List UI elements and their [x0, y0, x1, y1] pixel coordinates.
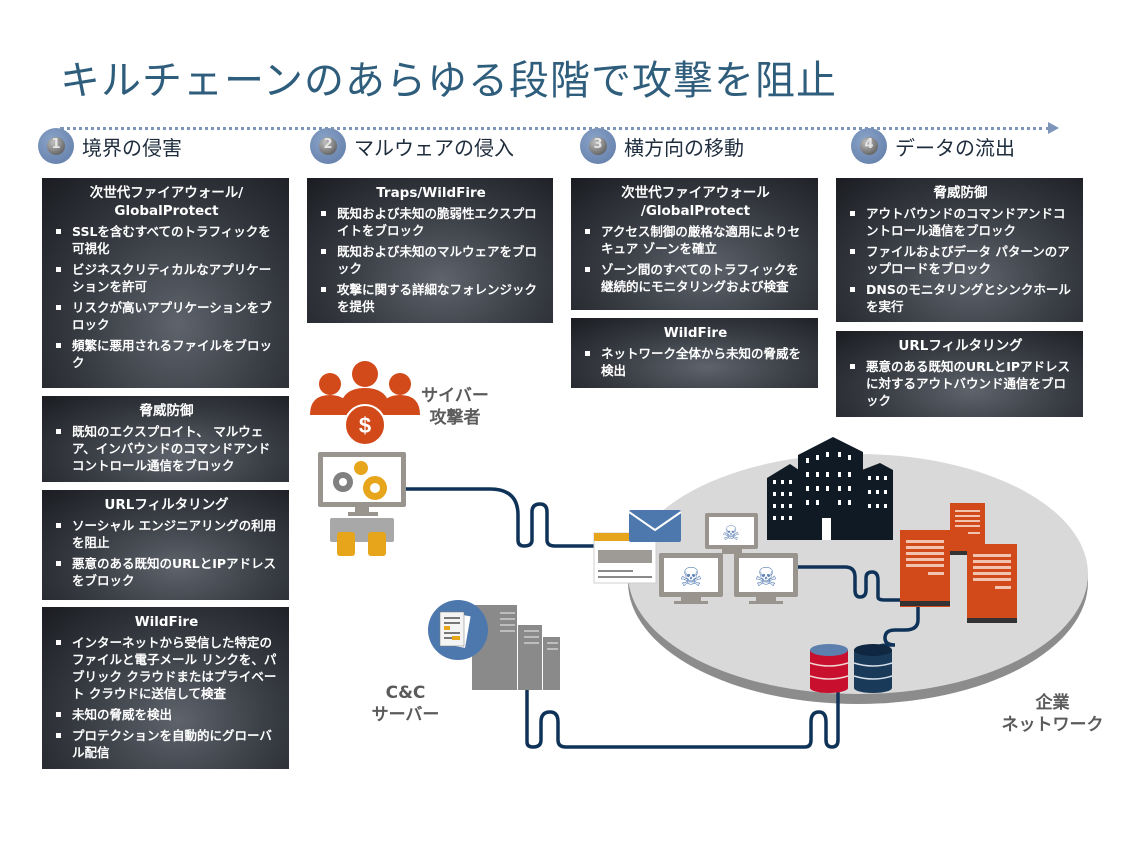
card-bullets: 既知のエクスプロイト、 マルウェア、インバウンドのコマンドアンドコントロール通信… [54, 423, 279, 474]
stage-1: 1 境界の侵害 [38, 126, 182, 166]
page-title: キルチェーンのあらゆる段階で攻撃を阻止 [60, 58, 837, 104]
svg-text:☠: ☠ [722, 521, 740, 545]
card-bullets: ネットワーク全体から未知の脅威を検出 [583, 345, 808, 379]
bullet-item: 悪意のある既知のURLとIPアドレスに対するアウトバウンド通信をブロック [848, 358, 1073, 409]
bullet-item: ネットワーク全体から未知の脅威を検出 [583, 345, 808, 379]
label-line: サイバー [421, 386, 489, 406]
stage-number: 3 [593, 137, 603, 152]
label-line: 攻撃者 [429, 408, 481, 428]
cc-server-icon [428, 600, 560, 690]
skull-computer-icon: ☠ [659, 553, 723, 604]
email-icon [628, 510, 682, 542]
card-title: WildFire [134, 614, 199, 630]
bullet-item: 既知および未知の脆弱性エクスプロイトをブロック [319, 205, 543, 239]
cc-link [525, 680, 840, 749]
card-bullets: 悪意のある既知のURLとIPアドレスに対するアウトバウンド通信をブロック [848, 358, 1073, 409]
label-line: 企業 [1035, 693, 1070, 713]
card-title: 次世代ファイアウォール /GlobalProtect [583, 184, 808, 220]
attacker-group-icon: $ [310, 361, 420, 446]
stage-4-badge-icon: 4 [851, 128, 887, 164]
stage-label: マルウェアの侵入 [354, 135, 514, 160]
bullet-item: 頻繁に悪用されるファイルをブロック [54, 337, 279, 371]
card-title: 脅威防御 [139, 403, 194, 419]
card-title: 次世代ファイアウォール/ GlobalProtect [54, 184, 279, 220]
card-title-line: /GlobalProtect [640, 203, 751, 219]
bullet-item: 既知および未知のマルウェアをブロック [319, 243, 543, 277]
card-threat-prevention-1: 脅威防御 既知のエクスプロイト、 マルウェア、インバウンドのコマンドアンドコント… [42, 396, 289, 482]
bullet-item: ソーシャル エンジニアリングの利用を阻止 [54, 517, 279, 551]
card-title: 脅威防御 [933, 185, 988, 201]
card-title-line: 次世代ファイアウォール [621, 185, 770, 201]
stage-2: 2 マルウェアの侵入 [310, 126, 514, 166]
bullet-item: ファイルおよびデータ パターンのアップロードをブロック [848, 243, 1073, 277]
label-line: サーバー [371, 705, 440, 725]
enterprise-network-label: 企業 ネットワーク [995, 692, 1110, 736]
server-icon [967, 544, 1017, 623]
bullet-item: アクセス制御の厳格な適用によりセキュア ゾーンを確立 [583, 223, 808, 257]
card-ngfw-globalprotect-1: 次世代ファイアウォール/ GlobalProtect SSLを含むすべてのトラフ… [42, 178, 289, 388]
card-wildfire-1: WildFire インターネットから受信した特定のファイルと電子メール リンクを… [42, 607, 289, 769]
stage-label: データの流出 [895, 135, 1015, 160]
card-url-filtering-1: URLフィルタリング ソーシャル エンジニアリングの利用を阻止 悪意のある既知の… [42, 490, 289, 600]
card-title-line: GlobalProtect [114, 203, 219, 219]
server-icon [900, 530, 950, 607]
database-icon [853, 644, 893, 693]
card-title-line: 次世代ファイアウォール/ [89, 185, 244, 201]
database-icon [809, 644, 849, 693]
stage-3: 3 横方向の移動 [580, 126, 744, 166]
bullet-item: アウトバウンドのコマンドアンドコントロール通信をブロック [848, 205, 1073, 239]
card-ngfw-globalprotect-3: 次世代ファイアウォール /GlobalProtect アクセス制御の厳格な適用に… [571, 178, 818, 310]
bullet-item: ビジネスクリティカルなアプリケーションを許可 [54, 261, 279, 295]
stage-4: 4 データの流出 [851, 126, 1015, 166]
svg-text:$: $ [359, 413, 371, 438]
card-traps-wildfire: Traps/WildFire 既知および未知の脆弱性エクスプロイトをブロック 既… [307, 178, 553, 323]
bullet-item: DNSのモニタリングとシンクホールを実行 [848, 281, 1073, 315]
kill-chain-timeline [60, 127, 1050, 130]
stage-number: 2 [323, 137, 333, 152]
stage-number: 4 [864, 137, 874, 152]
attacker-computer-icon [318, 452, 406, 556]
bullet-item: プロテクションを自動的にグローバル配信 [54, 727, 279, 761]
stage-label: 境界の侵害 [82, 135, 182, 160]
bullet-item: 攻撃に関する詳細なフォレンジックを提供 [319, 281, 543, 315]
svg-text:☠: ☠ [679, 563, 702, 593]
svg-text:☠: ☠ [754, 563, 777, 593]
bullet-item: ゾーン間のすべてのトラフィックを継続的にモニタリングおよび検査 [583, 261, 808, 295]
label-line: ネットワーク [1001, 715, 1104, 735]
office-buildings-icon [767, 437, 893, 540]
stage-label: 横方向の移動 [624, 135, 744, 160]
card-bullets: インターネットから受信した特定のファイルと電子メール リンクを、パブリック クラ… [54, 634, 279, 761]
card-bullets: 既知および未知の脆弱性エクスプロイトをブロック 既知および未知のマルウェアをブロ… [319, 205, 543, 315]
card-title: URLフィルタリング [104, 497, 229, 513]
bullet-item: SSLを含むすべてのトラフィックを可視化 [54, 223, 279, 257]
cc-server-label: C&C サーバー [363, 682, 448, 726]
card-bullets: SSLを含むすべてのトラフィックを可視化 ビジネスクリティカルなアプリケーション… [54, 223, 279, 371]
stage-3-badge-icon: 3 [580, 128, 616, 164]
attacker-link [405, 487, 598, 548]
stage-2-badge-icon: 2 [310, 128, 346, 164]
card-title: Traps/WildFire [376, 185, 486, 201]
card-bullets: アクセス制御の厳格な適用によりセキュア ゾーンを確立 ゾーン間のすべてのトラフィ… [583, 223, 808, 295]
attacker-label: サイバー 攻撃者 [420, 385, 490, 429]
card-title: WildFire [663, 325, 728, 341]
bullet-item: 悪意のある既知のURLとIPアドレスをブロック [54, 555, 279, 589]
bullet-item: リスクが高いアプリケーションをブロック [54, 299, 279, 333]
label-line: C&C [385, 683, 426, 703]
stage-number: 1 [51, 137, 61, 152]
bullet-item: 未知の脅威を検出 [54, 706, 279, 723]
skull-computer-icon: ☠ [705, 513, 758, 554]
card-threat-prevention-4: 脅威防御 アウトバウンドのコマンドアンドコントロール通信をブロック ファイルおよ… [836, 178, 1083, 322]
skull-computer-icon: ☠ [734, 553, 798, 604]
card-bullets: アウトバウンドのコマンドアンドコントロール通信をブロック ファイルおよびデータ … [848, 205, 1073, 315]
card-wildfire-3: WildFire ネットワーク全体から未知の脅威を検出 [571, 318, 818, 388]
card-url-filtering-4: URLフィルタリング 悪意のある既知のURLとIPアドレスに対するアウトバウンド… [836, 331, 1083, 417]
stage-1-badge-icon: 1 [38, 128, 74, 164]
card-bullets: ソーシャル エンジニアリングの利用を阻止 悪意のある既知のURLとIPアドレスを… [54, 517, 279, 589]
bullet-item: インターネットから受信した特定のファイルと電子メール リンクを、パブリック クラ… [54, 634, 279, 702]
timeline-arrow-icon [1048, 122, 1059, 134]
pc-server-link [795, 565, 900, 602]
bullet-item: 既知のエクスプロイト、 マルウェア、インバウンドのコマンドアンドコントロール通信… [54, 423, 279, 474]
card-title: URLフィルタリング [898, 338, 1023, 354]
